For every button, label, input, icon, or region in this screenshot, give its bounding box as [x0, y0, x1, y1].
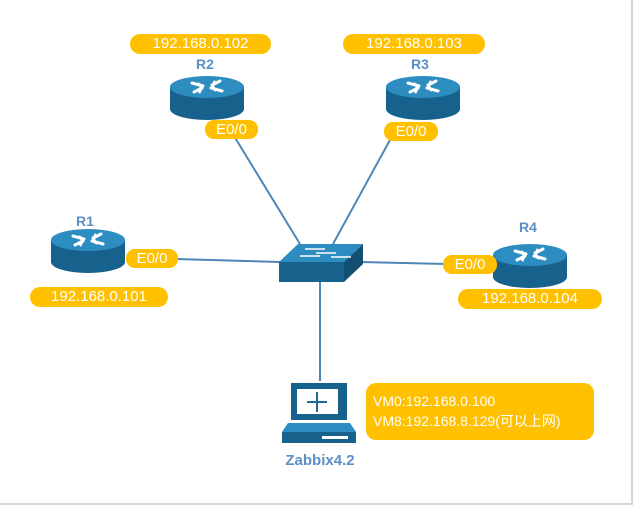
link-r1-switch: [175, 258, 281, 263]
frame-right-edge: [631, 0, 633, 505]
workstation-icon: [282, 383, 356, 443]
frame-bottom-edge: [0, 503, 633, 505]
switch-icon: [279, 244, 363, 282]
router-r2-ip: 192.168.0.102: [130, 34, 271, 54]
router-r2-label: R2: [196, 56, 214, 72]
router-icon: [49, 227, 127, 275]
router-r4-port: E0/0: [443, 255, 497, 274]
server-vm8-address: VM8:192.168.8.129(可以上网): [373, 413, 561, 429]
router-r1-port: E0/0: [126, 249, 178, 268]
router-r3-ip: 192.168.0.103: [343, 34, 485, 54]
router-icon: [491, 242, 569, 290]
router-r4-ip: 192.168.0.104: [458, 289, 602, 309]
router-icon: [384, 74, 462, 122]
router-icon: [168, 74, 246, 122]
link-r2-switch: [233, 135, 301, 245]
router-r3-port: E0/0: [384, 122, 438, 141]
router-r1-label: R1: [76, 213, 94, 229]
server-address-note: VM0:192.168.0.100 VM8:192.168.8.129(可以上网…: [366, 383, 594, 440]
router-r3-label: R3: [411, 56, 429, 72]
router-r1-ip: 192.168.0.101: [30, 287, 168, 307]
server-label: Zabbix4.2: [285, 452, 355, 469]
router-r2-port: E0/0: [205, 120, 258, 139]
router-r4-label: R4: [519, 219, 537, 235]
server-vm0-address: VM0:192.168.0.100: [373, 393, 496, 409]
link-r3-switch: [332, 139, 391, 245]
link-r4-switch: [361, 261, 448, 265]
links: [175, 135, 448, 381]
